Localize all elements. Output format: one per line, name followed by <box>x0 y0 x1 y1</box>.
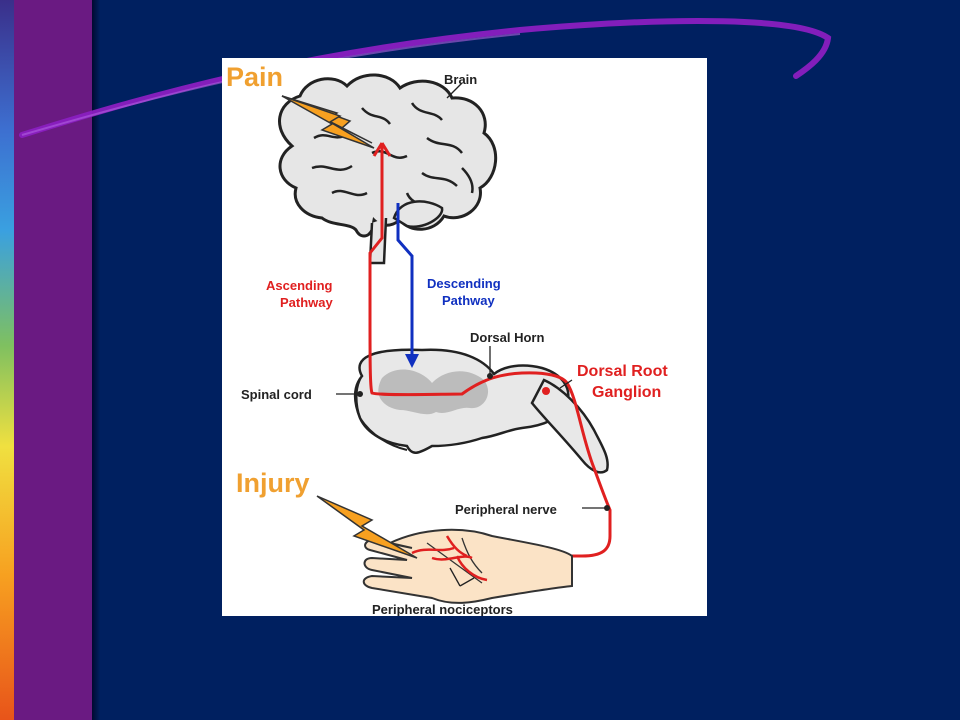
injury-lightning-icon <box>316 495 418 559</box>
descending-pathway-label-line1: Descending <box>427 276 501 291</box>
injury-label: Injury <box>236 468 310 498</box>
brain-label: Brain <box>444 72 477 87</box>
ascending-arrowhead <box>372 142 392 157</box>
spinal-cord-dot <box>357 391 363 397</box>
spinal-cord-cross-section <box>353 348 609 474</box>
nociceptor-branches <box>411 535 488 582</box>
leader-lines <box>336 82 607 587</box>
peripheral-nerve-label: Peripheral nerve <box>455 502 557 517</box>
descending-pathway-line <box>396 203 414 358</box>
descending-arrowhead <box>405 354 419 368</box>
pain-lightning-icon <box>281 95 375 149</box>
left-color-stripe <box>0 0 14 720</box>
ascending-pathway-label-line1: Ascending <box>266 278 333 293</box>
pain-pathway-figure: Pain Brain Ascending Pathway Descending … <box>222 58 707 616</box>
dorsal-root-label-line2: Ganglion <box>592 384 661 401</box>
pain-label: Pain <box>226 62 283 92</box>
descending-pathway-label-line2: Pathway <box>442 293 496 308</box>
dorsal-horn-dot <box>487 373 493 379</box>
sidebar-shadow <box>92 0 100 720</box>
peripheral-nociceptors-label: Peripheral nociceptors <box>372 602 513 616</box>
ascending-pathway-line <box>368 143 612 570</box>
hand-illustration <box>362 528 573 604</box>
brain-illustration <box>278 73 498 265</box>
dorsal-horn-label: Dorsal Horn <box>470 330 544 345</box>
spinal-cord-label: Spinal cord <box>241 387 312 402</box>
ascending-pathway-label-line2: Pathway <box>280 295 334 310</box>
dorsal-root-label-line1: Dorsal Root <box>577 363 668 380</box>
peripheral-nerve-dot <box>604 505 610 511</box>
dorsal-root-ganglion-dot <box>542 387 550 395</box>
